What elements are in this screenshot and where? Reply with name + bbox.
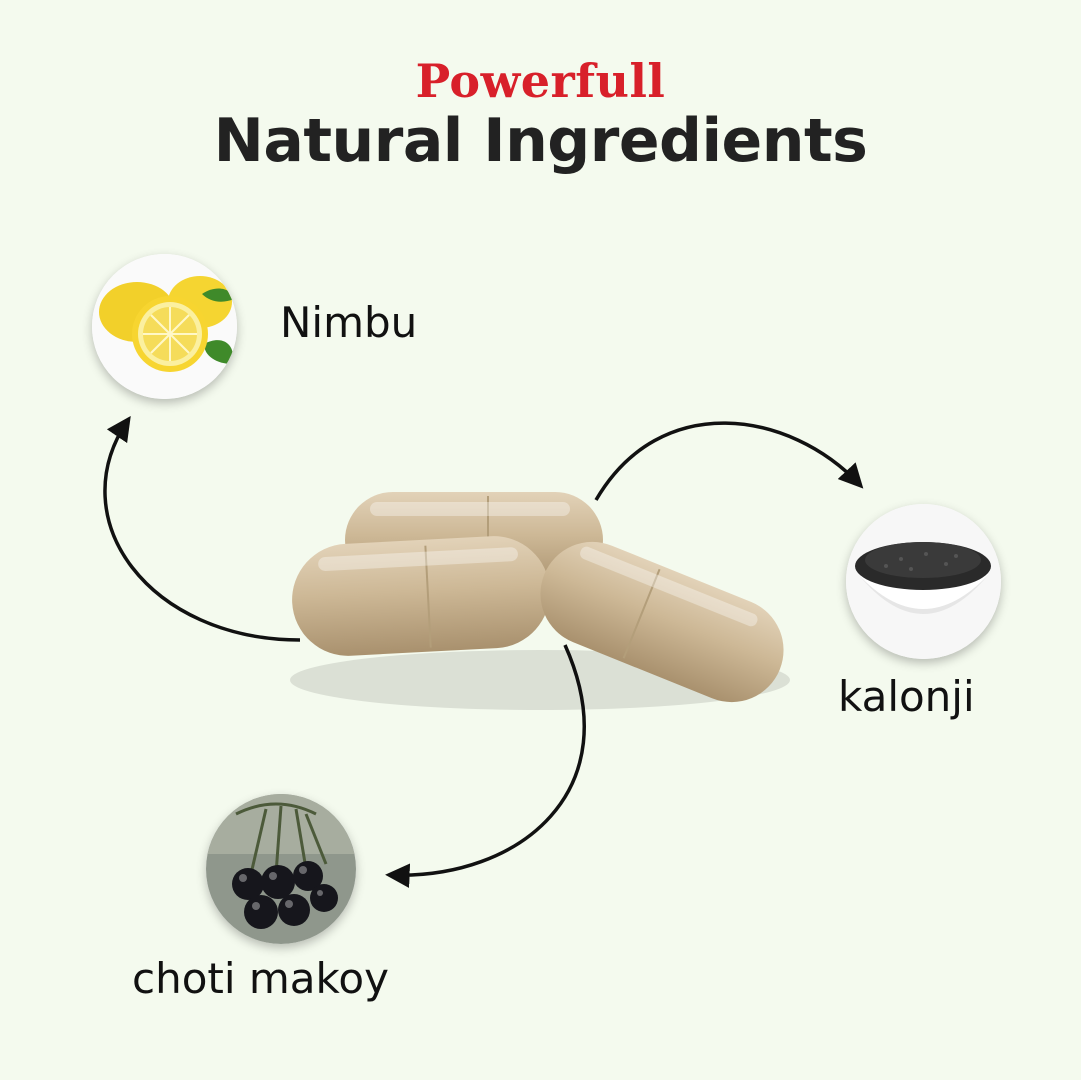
header-title: Natural Ingredients xyxy=(213,106,868,176)
nimbu-image xyxy=(92,254,237,399)
label-kalonji: kalonji xyxy=(838,672,975,721)
arrow-to-choti-makoy xyxy=(385,644,586,888)
capsule-right xyxy=(540,541,784,703)
kalonji-image xyxy=(846,504,1001,659)
label-nimbu: Nimbu xyxy=(280,298,418,347)
arrow-to-nimbu xyxy=(103,415,301,642)
label-choti-makoy: choti makoy xyxy=(132,954,389,1003)
header-subtitle: Powerfull xyxy=(415,54,666,108)
capsule-front-left xyxy=(292,536,550,656)
choti-makoy-image xyxy=(206,794,356,944)
arrow-to-kalonji xyxy=(594,421,864,501)
